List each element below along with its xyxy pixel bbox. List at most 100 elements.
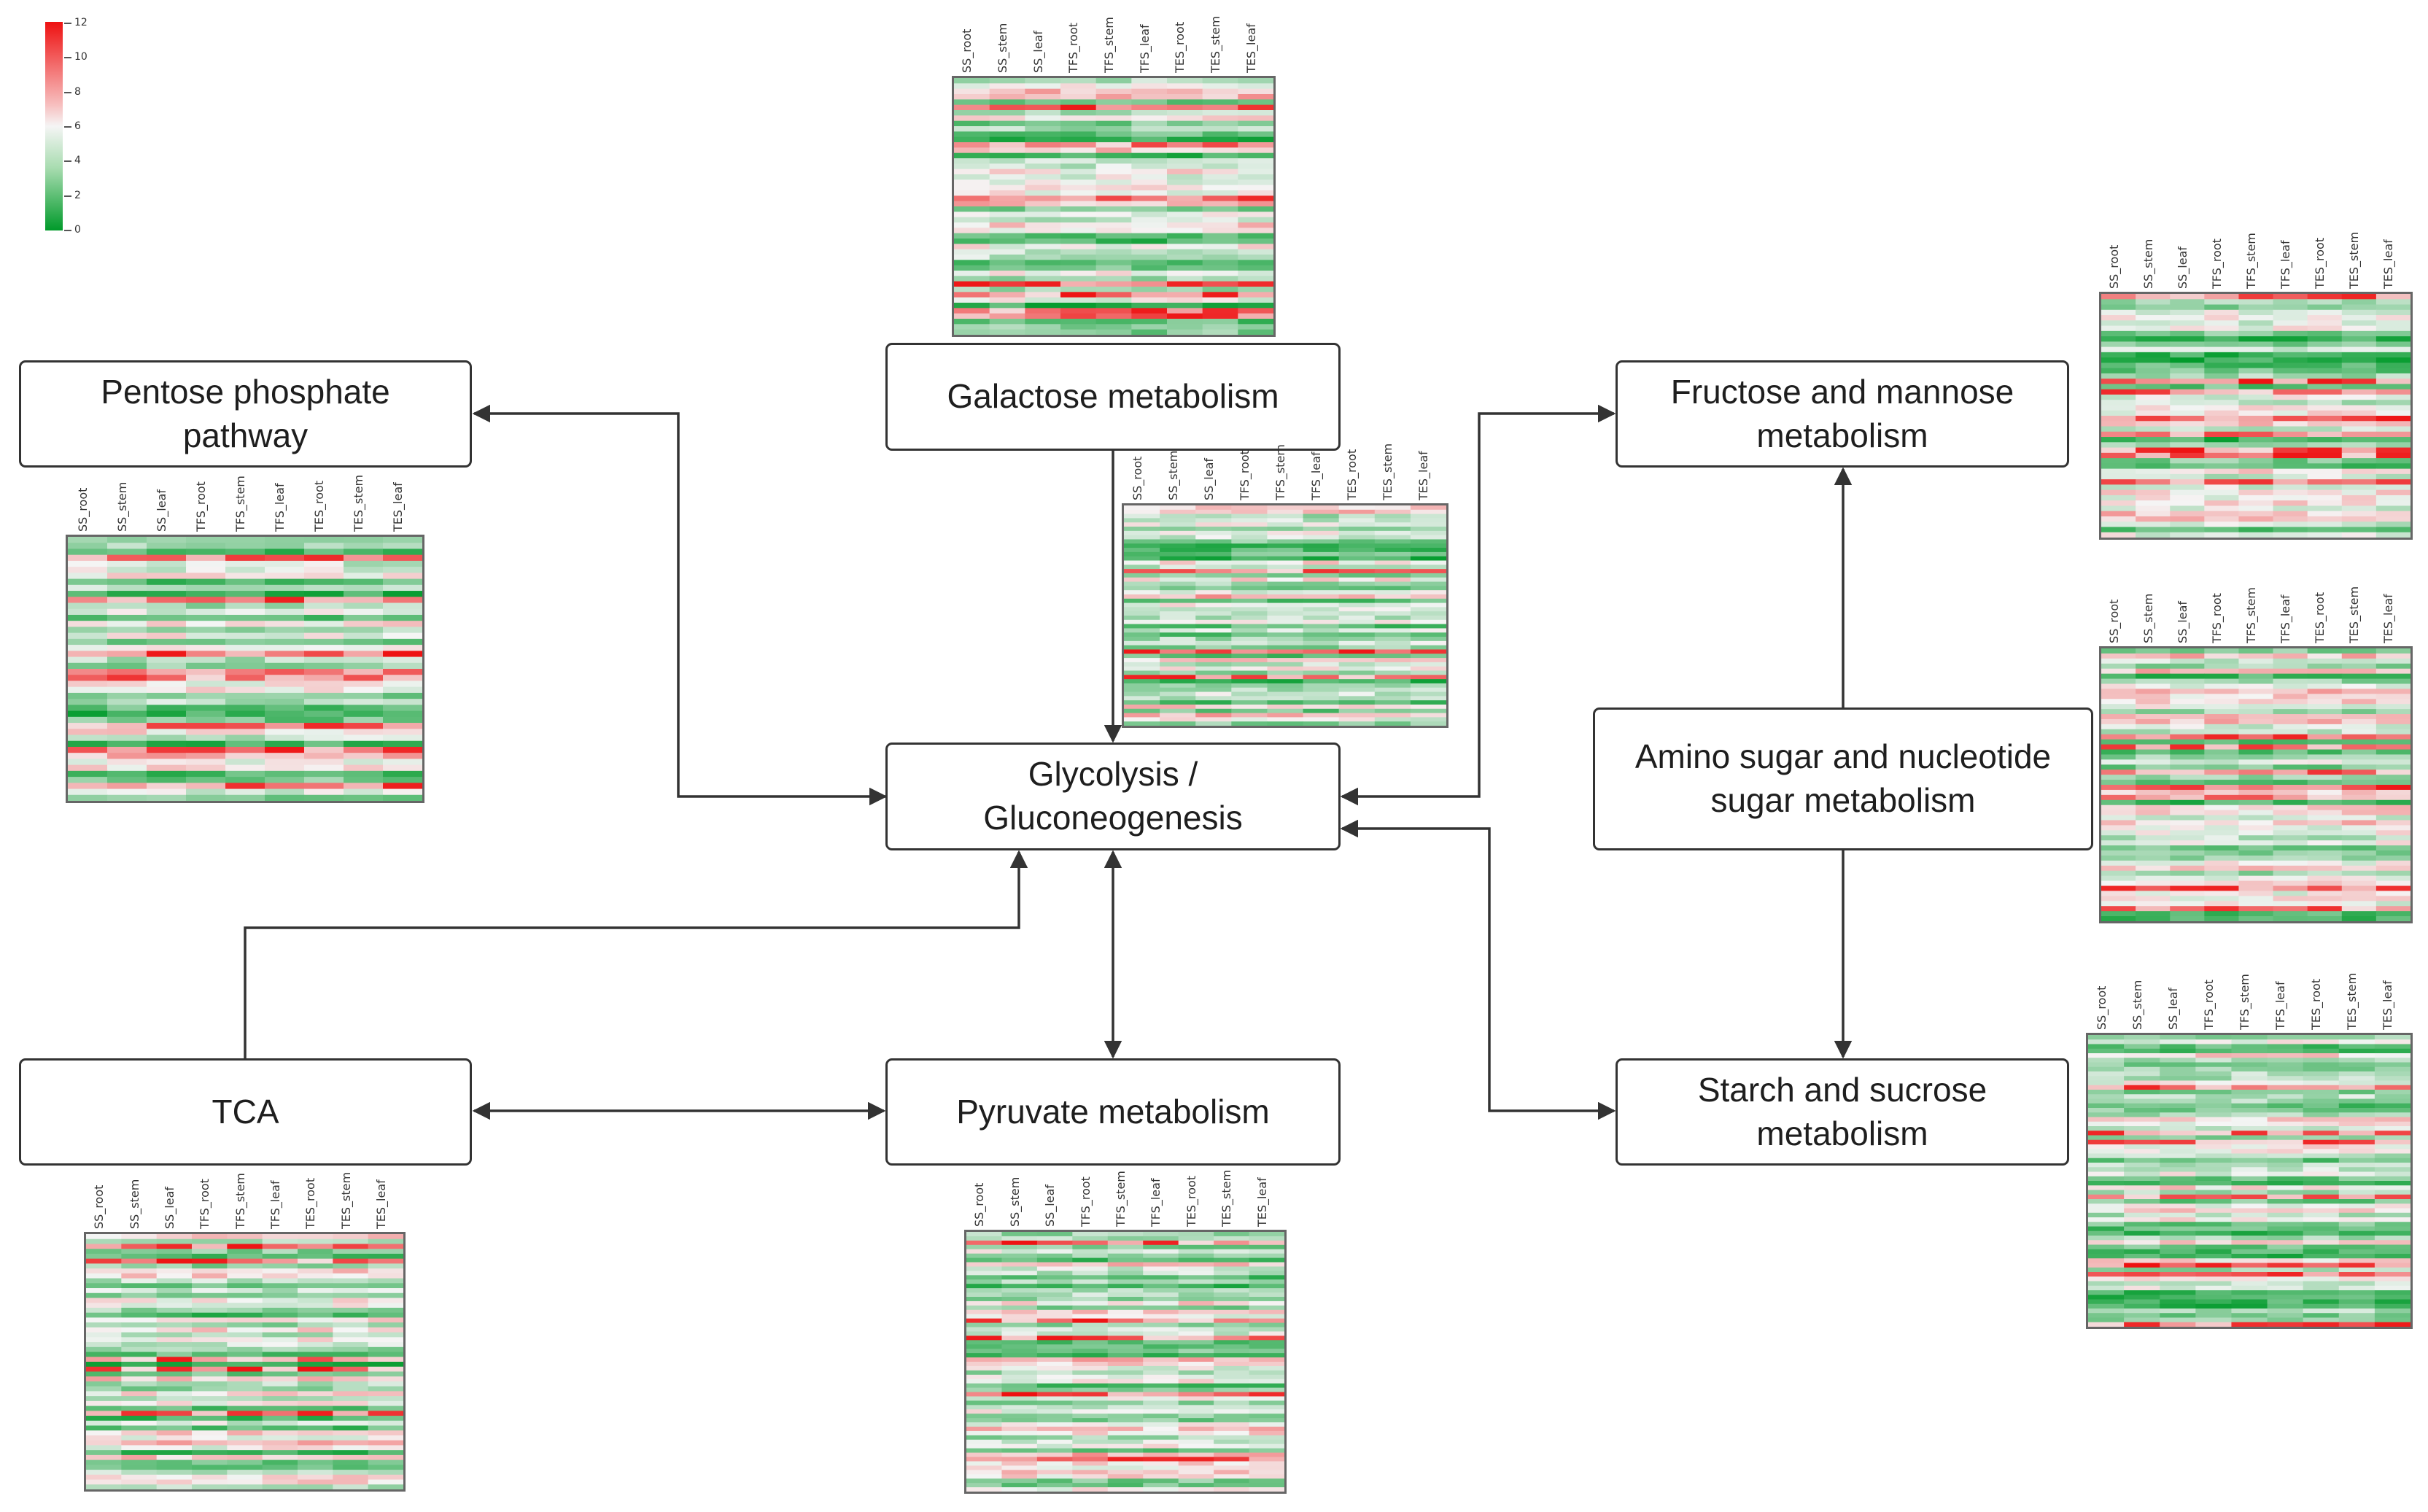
heatmap-cell xyxy=(2124,1126,2160,1131)
heatmap-cell xyxy=(186,597,226,604)
heatmap-cell xyxy=(1267,590,1304,595)
heatmap-cell xyxy=(1249,1257,1284,1263)
heatmap-cell xyxy=(2341,901,2377,907)
heatmap-cell xyxy=(989,329,1025,335)
heatmap-cell xyxy=(1025,281,1061,287)
heatmap-cell xyxy=(86,1234,122,1240)
heatmap-cell xyxy=(2307,850,2343,856)
heatmap-cell xyxy=(966,1414,1003,1419)
heatmap-cell xyxy=(156,1386,193,1392)
heatmap-cell xyxy=(1131,222,1168,228)
heatmap-cell xyxy=(2307,357,2343,363)
heatmap-cell xyxy=(1214,1470,1250,1475)
heatmap-cell xyxy=(1214,1362,1250,1367)
heatmap-cell xyxy=(147,567,187,573)
heatmap-cell xyxy=(2338,1066,2375,1072)
heatmap-cell xyxy=(304,591,344,597)
heatmap-cell xyxy=(265,656,305,664)
heatmap-cell xyxy=(1060,174,1097,180)
heatmap-cell xyxy=(1131,271,1168,276)
heatmap-cell xyxy=(1072,1357,1109,1362)
heatmap-cell xyxy=(344,740,384,748)
heatmap-cell xyxy=(86,1440,122,1446)
heatmap-cell xyxy=(2338,1149,2375,1155)
heatmap-cell xyxy=(1060,99,1097,106)
heatmap-cell xyxy=(2101,805,2136,811)
heatmap-cell xyxy=(2160,1176,2196,1182)
heatmap-cell xyxy=(2238,484,2274,491)
heatmap-cell xyxy=(1036,1365,1073,1371)
heatmap-cell xyxy=(2273,522,2308,528)
heatmap-cell xyxy=(2375,505,2410,512)
heatmap-cell xyxy=(2136,416,2171,422)
heatmap-cell xyxy=(1178,1257,1214,1263)
heatmap-cell xyxy=(2375,346,2410,353)
heatmap-cell xyxy=(227,1298,263,1303)
heatmap-cell xyxy=(368,1465,403,1470)
heatmap-cell xyxy=(2267,1153,2304,1159)
heatmap-cell xyxy=(2273,673,2308,680)
heatmap-cell xyxy=(68,567,108,573)
heatmap-cell xyxy=(2238,694,2274,699)
heatmap-cell xyxy=(1124,573,1160,578)
heatmap-cell xyxy=(1303,598,1340,604)
heatmap-cell xyxy=(2101,663,2136,670)
heatmap-cell xyxy=(966,1244,1003,1250)
heatmap-cell xyxy=(2273,739,2308,745)
heatmap-cell xyxy=(2204,815,2240,821)
heatmap-cell xyxy=(156,1459,193,1465)
heatmap-cell xyxy=(1001,1331,1038,1336)
heatmap-cell xyxy=(1036,1379,1073,1384)
heatmap-cell xyxy=(2341,840,2377,846)
heatmap-cell xyxy=(2375,400,2410,406)
heatmap-cell xyxy=(2273,458,2308,464)
heatmap-cell xyxy=(186,656,226,664)
heatmap-cell xyxy=(1410,687,1446,693)
heatmap-cell xyxy=(192,1450,228,1456)
heatmap-cell xyxy=(121,1278,158,1284)
heatmap-cell xyxy=(121,1268,158,1274)
heatmap-column-label: SS_root xyxy=(2106,244,2121,289)
heatmap-cell xyxy=(186,753,226,760)
heatmap-cell xyxy=(2338,1112,2375,1118)
heatmap-cell xyxy=(1143,1457,1179,1462)
heatmap-cell xyxy=(1107,1418,1144,1423)
heatmap-cell xyxy=(1095,265,1132,271)
heatmap-cell xyxy=(1195,670,1232,675)
heatmap-cell xyxy=(2267,1285,2304,1291)
heatmap-cell xyxy=(262,1435,298,1441)
heatmap-cell xyxy=(147,681,187,688)
heatmap-cell xyxy=(2136,865,2171,872)
heatmap-cell xyxy=(1238,233,1273,239)
heatmap-cell xyxy=(2101,906,2136,912)
heatmap-cell xyxy=(1060,104,1097,111)
heatmap-cell xyxy=(2238,820,2274,826)
heatmap-cell xyxy=(2374,1058,2410,1063)
heatmap-cell xyxy=(1303,721,1340,726)
heatmap-column-label: SS_root xyxy=(1130,456,1144,500)
heatmap-cell xyxy=(121,1362,158,1368)
heatmap-cell xyxy=(2160,1254,2196,1259)
heatmap-cell xyxy=(2375,789,2410,796)
heatmap-cell xyxy=(2088,1285,2125,1291)
heatmap-cell xyxy=(2273,835,2308,841)
heatmap-cell xyxy=(86,1258,122,1264)
heatmap-cell xyxy=(1178,1340,1214,1345)
legend-tick xyxy=(64,195,71,197)
heatmap-cell xyxy=(1214,1297,1250,1302)
heatmap-cell xyxy=(2101,442,2136,449)
heatmap-cell xyxy=(1036,1409,1073,1414)
heatmap-cell xyxy=(192,1430,228,1436)
heatmap-cell xyxy=(1072,1344,1109,1349)
heatmap-cell xyxy=(186,567,226,573)
heatmap-cell xyxy=(2170,346,2205,353)
heatmap-cell xyxy=(1410,708,1446,714)
heatmap-cell xyxy=(86,1342,122,1348)
heatmap-cell xyxy=(2238,458,2274,464)
heatmap-cell xyxy=(1060,244,1097,250)
heatmap-cell xyxy=(2303,1222,2340,1228)
heatmap-cell xyxy=(107,686,147,694)
heatmap-cell xyxy=(2267,1199,2304,1204)
heatmap-cell xyxy=(2267,1322,2304,1327)
heatmap-cell xyxy=(2341,527,2377,533)
